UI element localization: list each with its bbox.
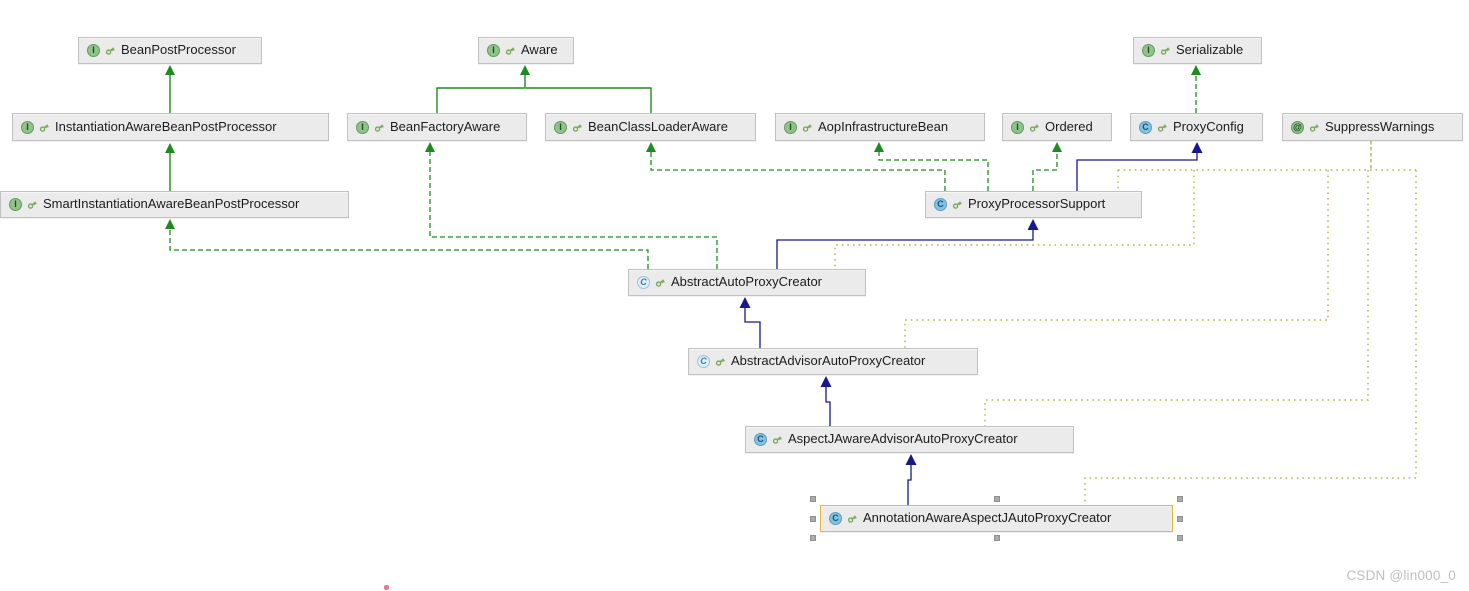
key-icon xyxy=(505,47,515,55)
key-icon xyxy=(27,201,37,209)
interface-icon: I xyxy=(21,120,34,134)
selection-handle[interactable] xyxy=(1177,496,1183,502)
key-icon xyxy=(772,436,782,444)
edge-proxyProcessorSupport-extends-proxyConfig xyxy=(1076,142,1203,191)
key-icon xyxy=(715,358,725,366)
uml-node-beanFactoryAware[interactable]: I BeanFactoryAware xyxy=(347,113,527,141)
stray-mark xyxy=(384,585,389,590)
interface-icon: I xyxy=(1142,44,1155,57)
uml-node-label: InstantiationAwareBeanPostProcessor xyxy=(55,118,277,134)
key-icon xyxy=(952,201,962,209)
key-icon xyxy=(1029,123,1039,132)
edge-beanClassLoaderAware-extends-aware xyxy=(526,87,652,113)
key-icon xyxy=(655,279,665,287)
key-icon xyxy=(105,47,115,55)
uml-node-annotationAwareAspectJAutoProxyCreator[interactable]: C AnnotationAwareAspectJAutoProxyCreator xyxy=(820,505,1173,532)
interface-icon: I xyxy=(9,198,22,211)
edge-proxyProcessorSupport-implements-aopInfrastructureBean xyxy=(874,142,989,191)
uml-node-ordered[interactable]: I Ordered xyxy=(1002,113,1112,141)
uml-node-label: Aware xyxy=(521,42,558,57)
edge-abstractAutoProxyCreator-extends-proxyProcessorSupport xyxy=(776,219,1039,269)
uml-node-label: AnnotationAwareAspectJAutoProxyCreator xyxy=(863,510,1112,525)
key-icon xyxy=(374,123,384,132)
key-icon xyxy=(572,123,582,132)
edge-beanFactoryAware-extends-aware xyxy=(436,65,530,113)
uml-node-abstractAutoProxyCreator[interactable]: C AbstractAutoProxyCreator xyxy=(628,269,866,296)
class-icon: C xyxy=(754,433,767,446)
uml-node-suppressWarnings[interactable]: @ SuppressWarnings xyxy=(1282,113,1463,141)
selection-handle[interactable] xyxy=(810,496,816,502)
uml-node-label: AopInfrastructureBean xyxy=(818,118,949,134)
uml-node-aspectJAwareAdvisorAutoProxyCreator[interactable]: C AspectJAwareAdvisorAutoProxyCreator xyxy=(745,426,1074,453)
interface-icon: I xyxy=(356,120,369,134)
watermark: CSDN @lin000_0 xyxy=(1346,568,1456,583)
uml-node-beanClassLoaderAware[interactable]: I BeanClassLoaderAware xyxy=(545,113,756,141)
edge-abstractAutoProxyCreator-implements-beanFactoryAware xyxy=(425,142,718,269)
uml-node-label: AbstractAdvisorAutoProxyCreator xyxy=(731,353,926,368)
interface-icon: I xyxy=(87,44,100,57)
interface-icon: I xyxy=(487,44,500,57)
uml-node-proxyConfig[interactable]: C ProxyConfig xyxy=(1130,113,1263,141)
uml-node-serializable[interactable]: I Serializable xyxy=(1133,37,1262,64)
key-icon xyxy=(1160,47,1170,55)
class-icon: C xyxy=(1139,120,1152,134)
selection-handle[interactable] xyxy=(993,496,1000,502)
abstract-class-icon: C xyxy=(637,276,650,289)
edge-annotationAware-extends-aspectJAware xyxy=(905,454,917,505)
uml-node-label: BeanFactoryAware xyxy=(390,118,501,134)
edge-proxyProcessorSupport-implements-beanClassLoaderAware xyxy=(646,142,946,191)
key-icon xyxy=(847,515,857,523)
uml-node-label: Serializable xyxy=(1176,42,1244,57)
uml-node-label: BeanClassLoaderAware xyxy=(588,118,728,134)
selection-handle[interactable] xyxy=(1177,515,1183,522)
interface-icon: I xyxy=(784,120,797,134)
uml-node-label: SuppressWarnings xyxy=(1325,118,1435,134)
uml-node-label: SmartInstantiationAwareBeanPostProcessor xyxy=(43,196,300,211)
key-icon xyxy=(1157,123,1167,132)
uml-node-beanPostProcessor[interactable]: I BeanPostProcessor xyxy=(78,37,262,64)
uml-node-aopInfrastructureBean[interactable]: I AopInfrastructureBean xyxy=(775,113,985,141)
key-icon xyxy=(802,123,812,132)
class-icon: C xyxy=(829,512,842,525)
uml-node-label: BeanPostProcessor xyxy=(121,42,236,57)
edge-annotation-to-annotationAwareAspectJAutoProxyCreator xyxy=(1084,170,1417,505)
selection-handle[interactable] xyxy=(810,515,816,522)
uml-node-label: AbstractAutoProxyCreator xyxy=(671,274,823,289)
key-icon xyxy=(1309,123,1319,132)
edge-abstractAdvisor-extends-abstractAutoProxyCreator xyxy=(739,297,761,348)
edge-proxyProcessorSupport-implements-ordered xyxy=(1032,142,1062,191)
selection-handle[interactable] xyxy=(1177,535,1183,541)
uml-node-smartInstantiationAwareBeanPostProcessor[interactable]: I SmartInstantiationAwareBeanPostProcesso… xyxy=(0,191,349,218)
uml-node-label: ProxyConfig xyxy=(1173,118,1244,134)
uml-node-label: Ordered xyxy=(1045,118,1093,134)
edge-abstractAutoProxyCreator-implements-smart xyxy=(165,219,649,269)
abstract-class-icon: C xyxy=(697,355,710,368)
key-icon xyxy=(39,123,49,132)
edge-aspectJAware-extends-abstractAdvisor xyxy=(820,376,832,426)
interface-icon: I xyxy=(1011,120,1024,134)
uml-node-instantiationAwareBeanPostProcessor[interactable]: I InstantiationAwareBeanPostProcessor xyxy=(12,113,329,141)
annotation-icon: @ xyxy=(1291,120,1304,134)
interface-icon: I xyxy=(554,120,567,134)
uml-node-abstractAdvisorAutoProxyCreator[interactable]: C AbstractAdvisorAutoProxyCreator xyxy=(688,348,978,375)
uml-node-proxyProcessorSupport[interactable]: C ProxyProcessorSupport xyxy=(925,191,1142,218)
edge-annotation-to-abstractAutoProxyCreator xyxy=(834,170,1195,269)
selection-handle[interactable] xyxy=(810,535,816,541)
uml-node-aware[interactable]: I Aware xyxy=(478,37,574,64)
class-icon: C xyxy=(934,198,947,211)
uml-node-label: ProxyProcessorSupport xyxy=(968,196,1106,211)
selection-handle[interactable] xyxy=(993,535,1000,541)
uml-node-label: AspectJAwareAdvisorAutoProxyCreator xyxy=(788,431,1018,446)
